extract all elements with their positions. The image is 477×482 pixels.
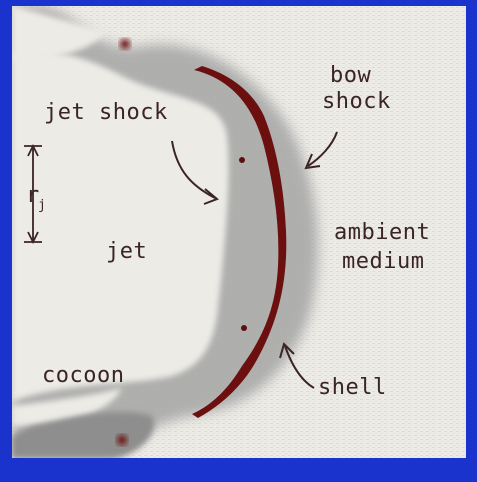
jet-label: jet — [106, 239, 147, 264]
radius-subscript: j — [38, 198, 46, 213]
cocoon-label: cocoon — [42, 363, 124, 388]
shell-label: shell — [318, 375, 387, 400]
diagram-panel: r j jet shock bow shock ambient medium j… — [12, 6, 466, 458]
ambient-medium-label-line2: medium — [342, 249, 424, 274]
jet-shock-label: jet shock — [44, 100, 168, 125]
knot — [117, 435, 127, 445]
jet-diagram: r j jet shock bow shock ambient medium j… — [12, 6, 466, 458]
ambient-medium-label-line1: ambient — [334, 220, 430, 245]
knot — [241, 325, 247, 331]
bow-shock-label-line1: bow — [330, 63, 371, 88]
knot — [239, 157, 245, 163]
knot — [120, 39, 130, 49]
bow-shock-label-line2: shock — [322, 89, 391, 114]
